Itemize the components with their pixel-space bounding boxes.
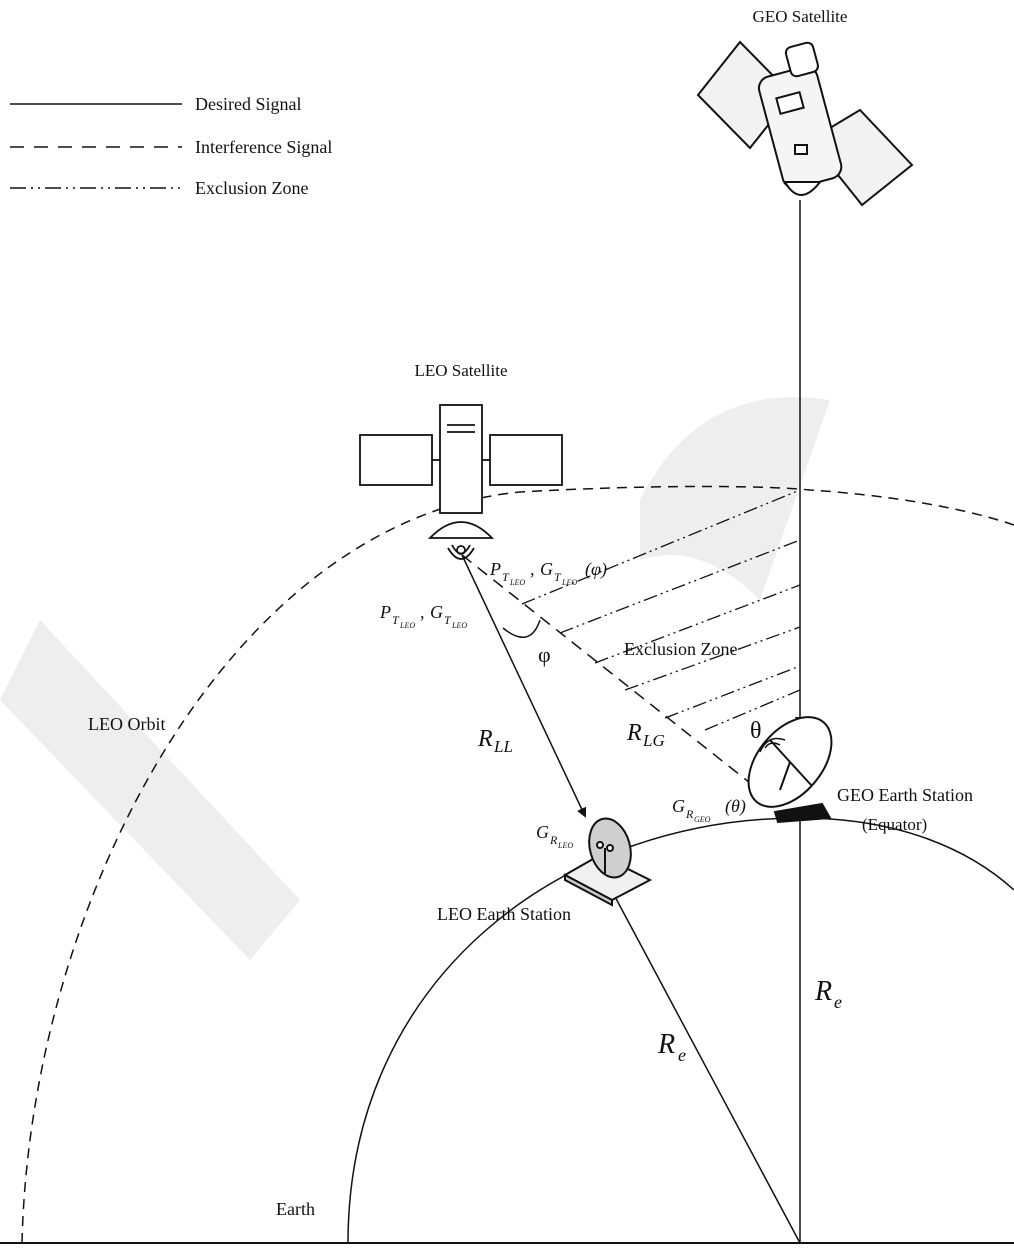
leo-satellite-icon	[360, 405, 562, 559]
earth-arc	[348, 818, 1014, 1243]
p-sub-leo-2: LEO	[399, 621, 415, 630]
legend-desired-label: Desired Signal	[195, 94, 301, 114]
leo-earth-station-label: LEO Earth Station	[437, 904, 571, 924]
r-lg-sub: LG	[642, 731, 665, 750]
g-r-geo-label: G R GEO (θ)	[672, 796, 746, 824]
theta-symbol: θ	[750, 718, 762, 744]
g-sub-leo-1: LEO	[561, 578, 577, 587]
r-ll-main: R	[477, 726, 493, 752]
leo-earth-station-icon	[565, 814, 650, 905]
p-sub-leo-1: LEO	[509, 578, 525, 587]
interference-line	[462, 555, 764, 794]
leo-downlink-line	[462, 555, 585, 816]
p-g-label: P T LEO , G T LEO	[379, 602, 467, 630]
g-sub-t-1: T	[554, 570, 562, 584]
leo-orbit-label: LEO Orbit	[88, 714, 165, 734]
phi-symbol: φ	[538, 642, 551, 667]
g-sub-leo-2: LEO	[451, 621, 467, 630]
r-lg-main: R	[626, 720, 642, 746]
phi-angle-arc	[503, 620, 540, 637]
re-slanted-main: R	[657, 1029, 675, 1060]
re-vertical-label: R e	[814, 976, 842, 1012]
r-ll-sub: LL	[493, 737, 513, 756]
re-vertical-main: R	[814, 976, 832, 1007]
comma-1: ,	[530, 559, 535, 579]
g-r-leo-label: G R LEO	[536, 822, 573, 850]
geo-satellite-icon	[698, 41, 912, 205]
exclusion-zone-label: Exclusion Zone	[624, 639, 737, 659]
p-g-phi-label: P T LEO , G T LEO (φ)	[489, 559, 607, 587]
legend: Desired Signal Interference Signal Exclu…	[10, 94, 332, 198]
p-main-1: P	[489, 559, 501, 579]
comma-2: ,	[420, 602, 425, 622]
g-sub-r-4: R	[549, 833, 558, 847]
re-vertical-sub: e	[834, 992, 842, 1012]
leo-satellite-label: LEO Satellite	[414, 361, 507, 380]
re-slanted-label: R e	[657, 1029, 686, 1065]
geo-satellite-label: GEO Satellite	[753, 7, 848, 26]
legend-interference-label: Interference Signal	[195, 137, 332, 157]
g-sub-r-3: R	[685, 807, 694, 821]
re-slanted-sub: e	[678, 1045, 686, 1065]
g-sub-leo-4: LEO	[557, 841, 573, 850]
g-main-2: G	[430, 602, 443, 622]
equator-label: (Equator)	[862, 815, 927, 834]
p-sub-t-2: T	[392, 613, 400, 627]
g-main-4: G	[536, 822, 549, 842]
geo-earth-station-label: GEO Earth Station	[837, 785, 973, 805]
radius-slanted	[605, 878, 800, 1243]
r-ll-label: R LL	[477, 726, 513, 756]
p-main-2: P	[379, 602, 391, 622]
g-sub-t-2: T	[444, 613, 452, 627]
p-sub-t-1: T	[502, 570, 510, 584]
g-main-1: G	[540, 559, 553, 579]
g-sub-geo-3: GEO	[694, 815, 711, 824]
r-lg-label: R LG	[626, 720, 665, 750]
arg-theta: (θ)	[725, 796, 746, 817]
earth-label: Earth	[276, 1199, 315, 1219]
legend-exclusion-label: Exclusion Zone	[195, 178, 308, 198]
arg-phi: (φ)	[585, 559, 607, 580]
g-main-3: G	[672, 796, 685, 816]
